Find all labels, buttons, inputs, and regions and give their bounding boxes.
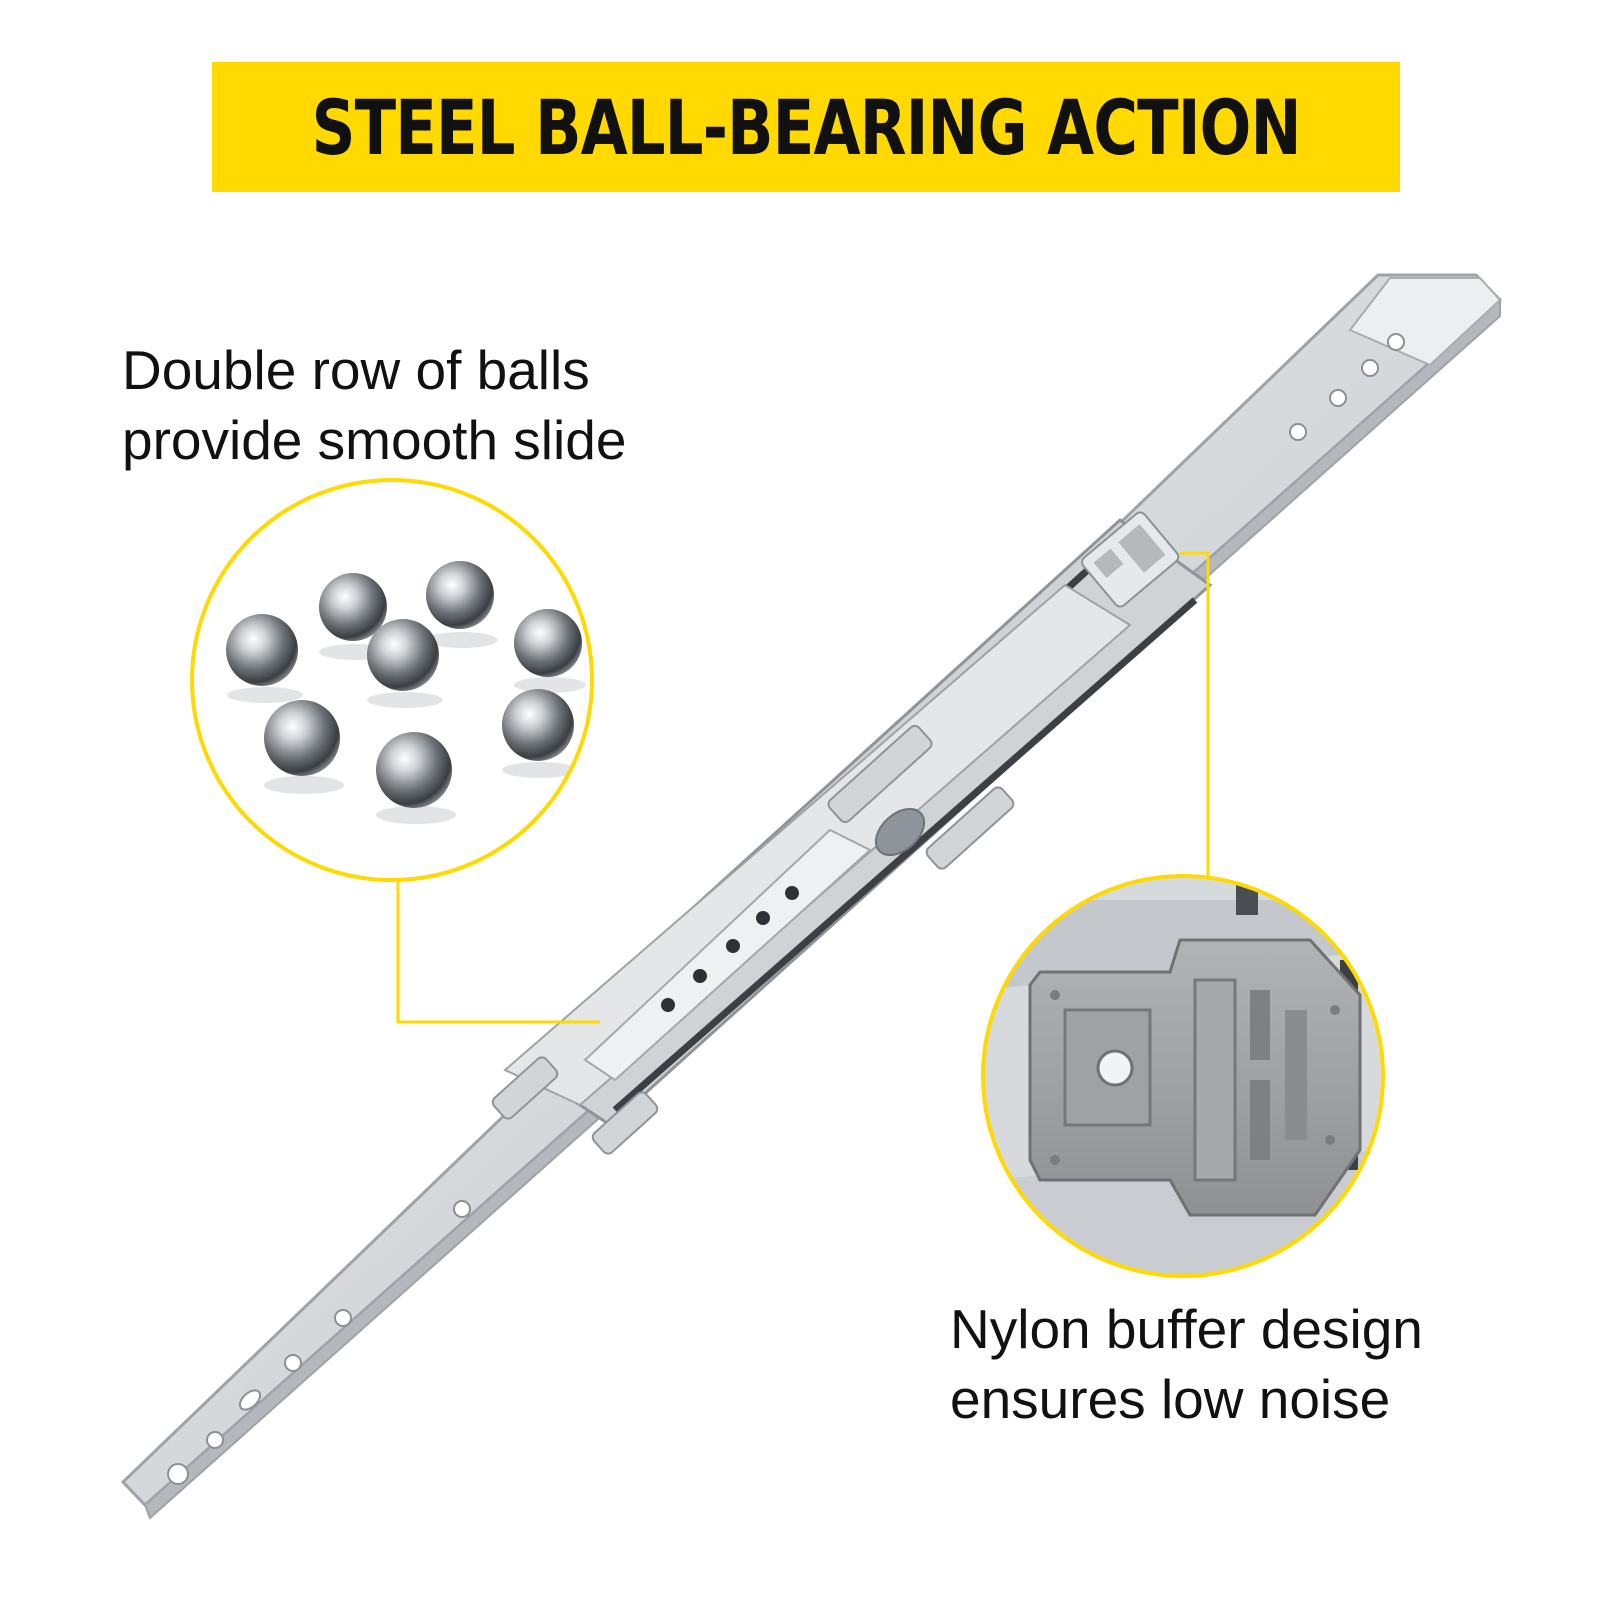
- detail-circle-border: [190, 478, 594, 882]
- steel-balls-detail: [190, 478, 594, 882]
- steel-ball: [426, 561, 498, 648]
- inner-rail-front: [583, 828, 872, 1082]
- steel-ball: [226, 614, 303, 703]
- ball-retainer: [925, 786, 1015, 870]
- rail-holes: [167, 333, 1405, 1485]
- steel-ball: [367, 619, 443, 708]
- ball-retainer: [591, 1091, 659, 1155]
- release-cutout: [874, 807, 926, 857]
- ball-retainer: [827, 724, 933, 824]
- leader-line-buffer: [1180, 551, 1210, 876]
- detail-circle-border: [981, 874, 1385, 1278]
- ball-track-lower: [612, 597, 1198, 1113]
- callout-buffer-line2: ensures low noise: [950, 1368, 1391, 1430]
- steel-ball: [376, 732, 456, 824]
- nylon-buffer: [1081, 511, 1180, 608]
- nylon-buffer-detail: [981, 874, 1385, 1278]
- title-banner: STEEL BALL-BEARING ACTION: [212, 62, 1400, 192]
- callout-buffer-line1: Nylon buffer design: [950, 1298, 1423, 1360]
- drawer-slide: [120, 273, 1503, 1520]
- page-title: STEEL BALL-BEARING ACTION: [311, 82, 1301, 172]
- callout-balls-line1: Double row of balls: [122, 339, 590, 401]
- steel-ball: [264, 700, 344, 794]
- callout-balls-line2: provide smooth slide: [122, 409, 627, 471]
- ball-retainer: [491, 1056, 559, 1120]
- callout-buffer: Nylon buffer design ensures low noise: [950, 1294, 1423, 1434]
- leader-line-balls: [396, 878, 600, 1024]
- callout-balls: Double row of balls provide smooth slide: [122, 335, 626, 475]
- steel-ball: [514, 609, 586, 693]
- inner-rail-holes: [661, 886, 799, 1012]
- steel-ball: [502, 689, 578, 778]
